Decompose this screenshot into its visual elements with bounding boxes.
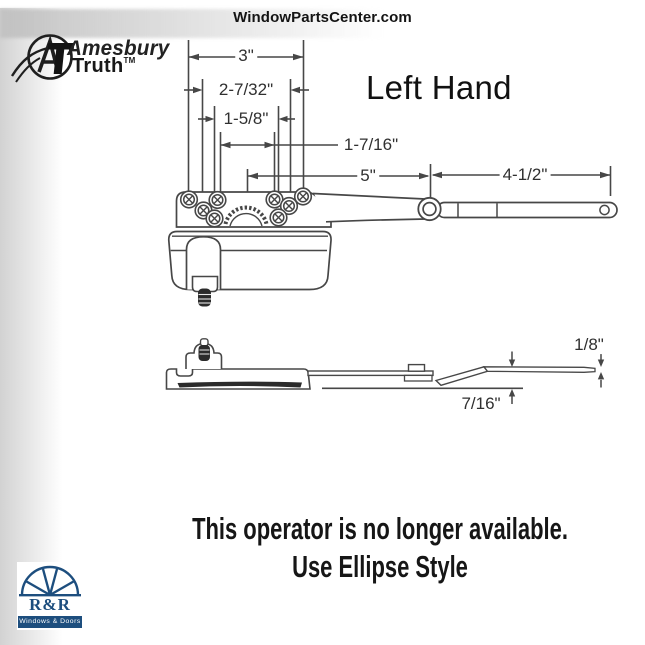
arm-bend bbox=[434, 365, 489, 387]
availability-notice: This operator is no longer available. Us… bbox=[115, 510, 645, 586]
arched-window-icon bbox=[19, 565, 81, 597]
stud-nub bbox=[199, 338, 209, 347]
site-title: WindowPartsCenter.com bbox=[233, 9, 412, 26]
rr-tagline: Windows & Doors bbox=[18, 616, 82, 628]
amesbury-truth-mark-icon bbox=[10, 34, 75, 83]
slider-clip-shoe bbox=[403, 374, 433, 382]
arm-flat-end bbox=[482, 366, 596, 373]
dim-label-1-7-16in: 1-7/16" bbox=[340, 136, 402, 154]
brand-name-truth: TruthTM bbox=[72, 55, 136, 77]
left-edge-shadow bbox=[0, 8, 68, 645]
trademark-symbol: TM bbox=[123, 56, 136, 65]
slider-clip-tab bbox=[407, 363, 426, 372]
dimension-arrows bbox=[188, 53, 611, 180]
link-arm bbox=[436, 201, 618, 219]
dim-label-5in: 5" bbox=[357, 167, 379, 185]
dim-label-1-5-8in: 1-5/8" bbox=[220, 110, 272, 128]
amesbury-truth-logo: Amesbury TruthTM bbox=[10, 28, 195, 88]
dim-label-7-16in: 7/16" bbox=[458, 395, 504, 413]
dim-label-2-7-32in: 2-7/32" bbox=[215, 81, 277, 99]
operator-arm bbox=[314, 193, 426, 222]
side-view-drawing bbox=[165, 338, 605, 404]
crank-stud bbox=[198, 288, 211, 307]
rr-windows-doors-logo: R&R Windows & Doors bbox=[17, 562, 83, 630]
arm-pivot bbox=[417, 196, 442, 222]
stud-shaft-side bbox=[198, 345, 210, 361]
side-dimension-arrows bbox=[508, 351, 605, 404]
gear-sector bbox=[223, 205, 269, 227]
notice-line1: This operator is no longer available. bbox=[192, 512, 568, 546]
screw-holes bbox=[179, 187, 313, 228]
dim-label-1-8in: 1/8" bbox=[571, 336, 607, 354]
notice-line2: Use Ellipse Style bbox=[292, 550, 468, 584]
top-edge-shadow bbox=[0, 9, 400, 38]
rr-initials: R&R bbox=[29, 595, 71, 614]
orientation-title: Left Hand bbox=[366, 69, 512, 106]
link-end-hole bbox=[599, 204, 610, 216]
brand-name-amesbury: Amesbury bbox=[67, 36, 170, 60]
dim-label-4-1-2in: 4-1/2" bbox=[499, 166, 551, 184]
dim-label-3in: 3" bbox=[235, 47, 257, 65]
top-view-drawing bbox=[167, 40, 618, 307]
housing-shadow bbox=[177, 381, 302, 388]
crank-bracket bbox=[191, 275, 219, 293]
arm-bar-side bbox=[307, 370, 434, 377]
